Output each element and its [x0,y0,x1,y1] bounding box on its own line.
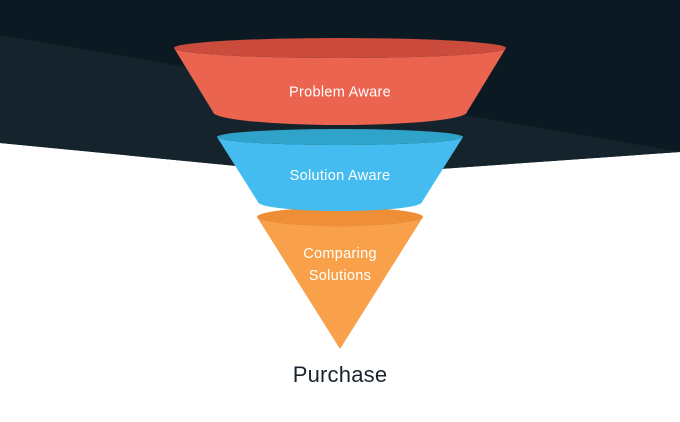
stage-solution-aware-body [217,137,463,211]
stage-problem-aware-opening [174,38,506,58]
funnel-stage-comparing-solutions [257,207,423,349]
stage-solution-aware-label: Solution Aware [290,168,391,184]
funnel-stage-solution-aware [217,129,463,211]
funnel-stage-problem-aware [174,38,506,125]
stage-comparing-solutions-body [257,217,423,349]
stage-problem-aware-body [174,48,506,125]
stage-solution-aware-opening [217,129,463,145]
stage-comparing-solutions-label-line1: Comparing [303,246,377,262]
outcome-purchase-label: Purchase [293,362,388,387]
stage-problem-aware-label: Problem Aware [289,85,391,101]
stage-comparing-solutions-opening [257,207,423,227]
stage-comparing-solutions-label-line2: Solutions [309,268,371,284]
